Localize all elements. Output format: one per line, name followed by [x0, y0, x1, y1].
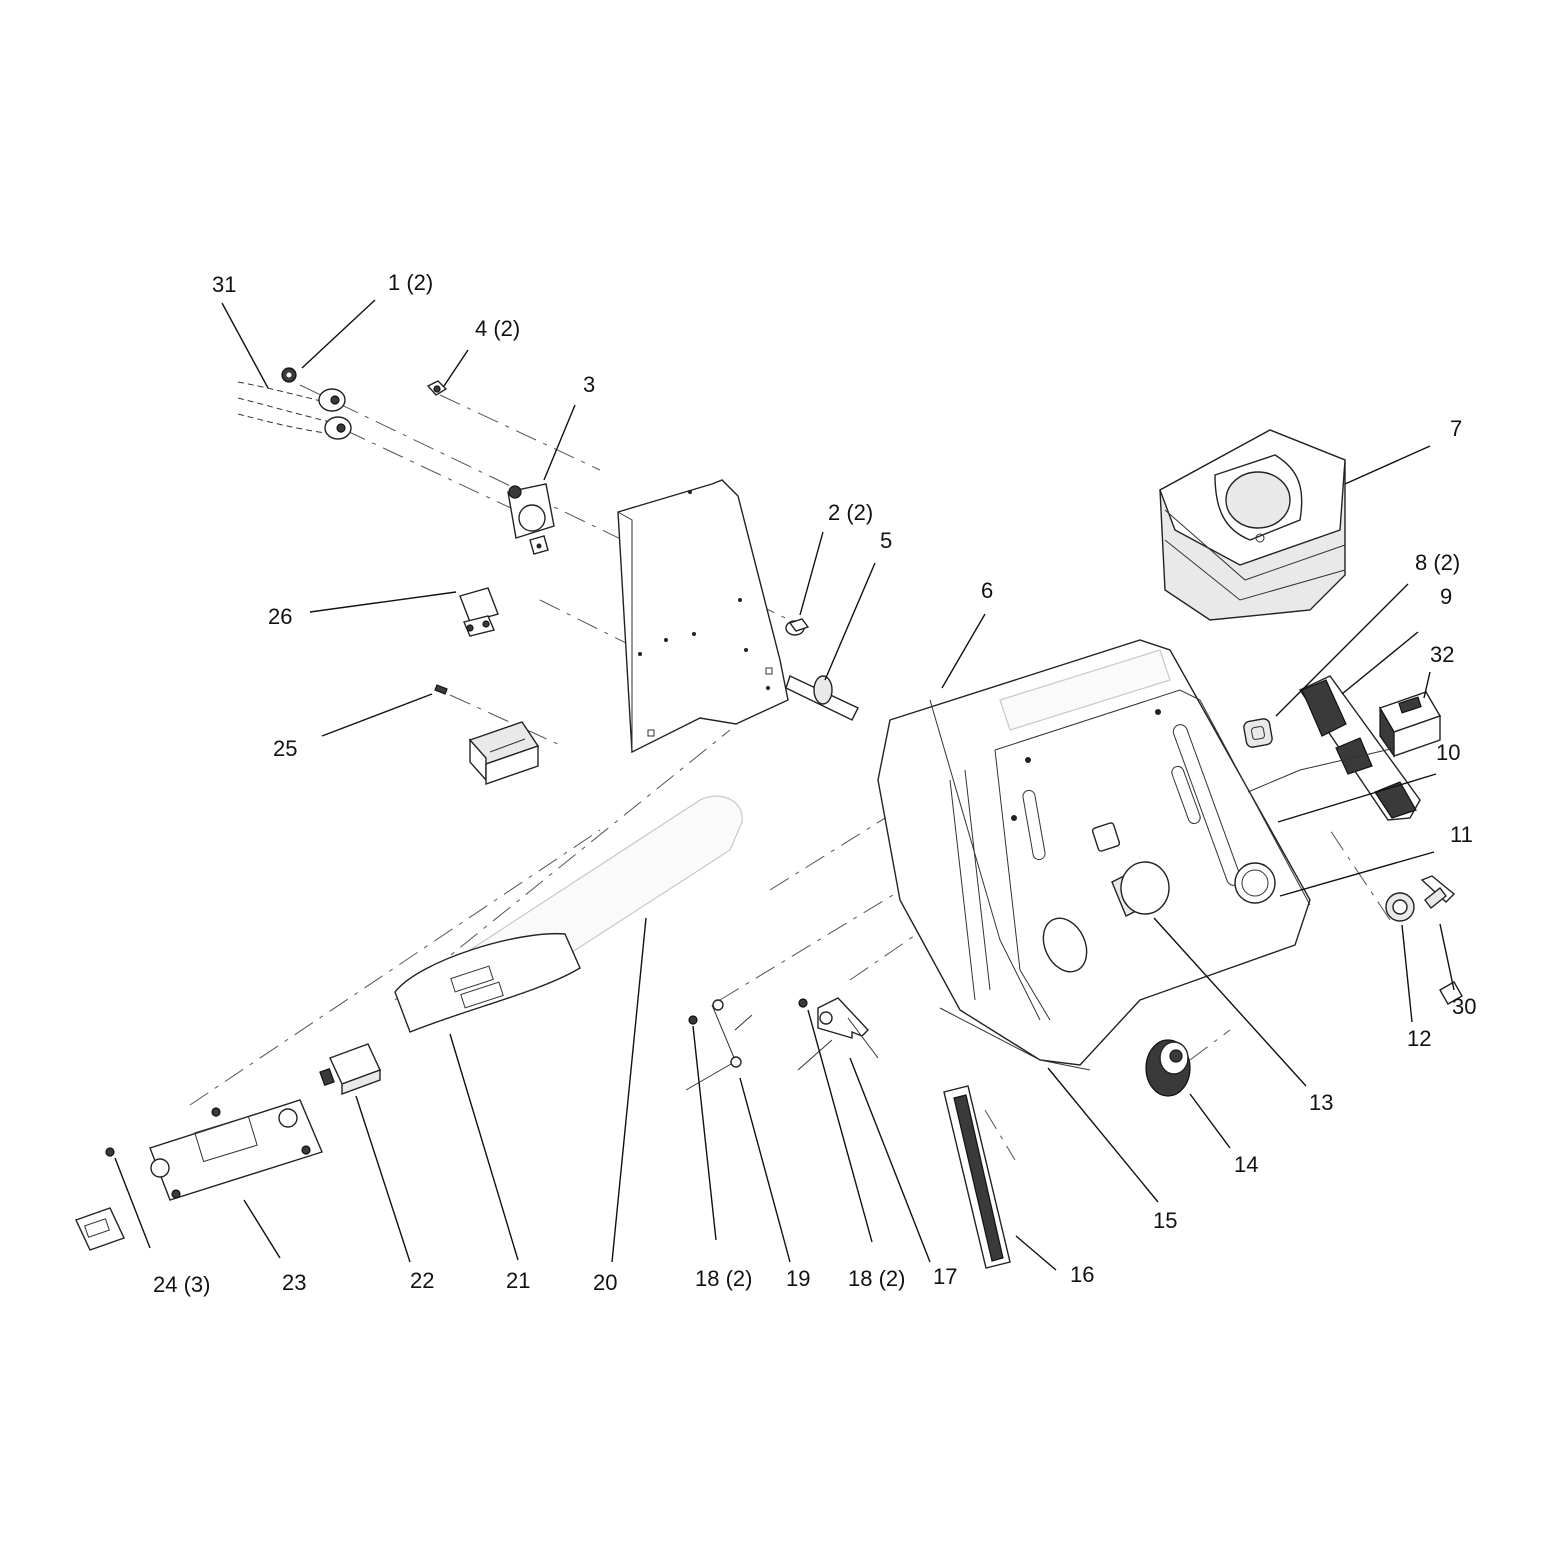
callout-2: 2 (2)	[828, 500, 873, 525]
callout-18-left: 18 (2)	[695, 1266, 752, 1291]
callout-13: 13	[1309, 1090, 1333, 1115]
part-5-shaft	[785, 675, 859, 721]
part-9-rail	[1298, 675, 1421, 821]
callout-12: 12	[1407, 1026, 1431, 1051]
part-8-grommet	[1243, 718, 1273, 748]
callout-3: 3	[583, 372, 595, 397]
part-22-push-button	[319, 1043, 381, 1096]
part-12-nut	[1385, 892, 1415, 922]
callout-4: 4 (2)	[475, 316, 520, 341]
part-3-bracket	[507, 483, 555, 555]
callout-20: 20	[593, 1270, 617, 1295]
part-13-knob	[1111, 861, 1170, 917]
callout-30: 30	[1452, 994, 1476, 1019]
part-16-trim	[943, 1085, 1011, 1269]
callout-21: 21	[506, 1268, 530, 1293]
part-26-bracket	[459, 587, 499, 637]
callout-18-right: 18 (2)	[848, 1266, 905, 1291]
callout-31: 31	[212, 272, 236, 297]
part-18-screws-a	[688, 1015, 698, 1025]
callout-24: 24 (3)	[153, 1272, 210, 1297]
callout-5: 5	[880, 528, 892, 553]
part-20-cover	[468, 795, 743, 961]
callout-15: 15	[1153, 1208, 1177, 1233]
small-switch	[75, 1207, 125, 1251]
part-30-key	[1420, 875, 1456, 909]
part-23-bracket	[149, 1099, 323, 1201]
part-17-lever	[797, 997, 879, 1071]
part-18-screws-b	[798, 998, 808, 1008]
part-6-console	[877, 639, 1463, 1066]
part-2-bolt	[785, 618, 810, 636]
callout-23: 23	[282, 1270, 306, 1295]
callout-9: 9	[1440, 584, 1452, 609]
callout-16: 16	[1070, 1262, 1094, 1287]
leader-lines	[114, 299, 1455, 1271]
callout-11: 11	[1450, 822, 1473, 847]
callout-25: 25	[273, 736, 297, 761]
part-19-linkage	[685, 999, 753, 1091]
part-1-nut	[281, 367, 297, 383]
callout-32: 32	[1430, 642, 1454, 667]
part-10-rail-insert	[1247, 747, 1396, 793]
part-15-panel	[939, 1007, 1091, 1071]
callout-7: 7	[1450, 416, 1462, 441]
callout-10: 10	[1436, 740, 1460, 765]
part-25-switch	[434, 684, 540, 785]
callout-17: 17	[933, 1264, 957, 1289]
callout-labels: 31 1 (2) 4 (2) 3 2 (2) 5 26 25 6 7 8 (2)…	[153, 270, 1476, 1297]
callout-19: 19	[786, 1266, 810, 1291]
part-21-handle-housing	[394, 932, 581, 1033]
callout-22: 22	[410, 1268, 434, 1293]
callout-26: 26	[268, 604, 292, 629]
callout-8: 8 (2)	[1415, 550, 1460, 575]
part-14-knob	[1145, 1039, 1191, 1097]
part-7-boot	[1159, 429, 1346, 621]
callout-1: 1 (2)	[388, 270, 433, 295]
part-24-screws	[105, 1147, 115, 1157]
callout-6: 6	[981, 578, 993, 603]
mounting-plate	[617, 479, 789, 754]
part-32-rocker-switch	[1378, 691, 1442, 758]
part-4-clip	[426, 380, 448, 396]
part-31-cables	[237, 381, 352, 440]
callout-14: 14	[1234, 1152, 1258, 1177]
